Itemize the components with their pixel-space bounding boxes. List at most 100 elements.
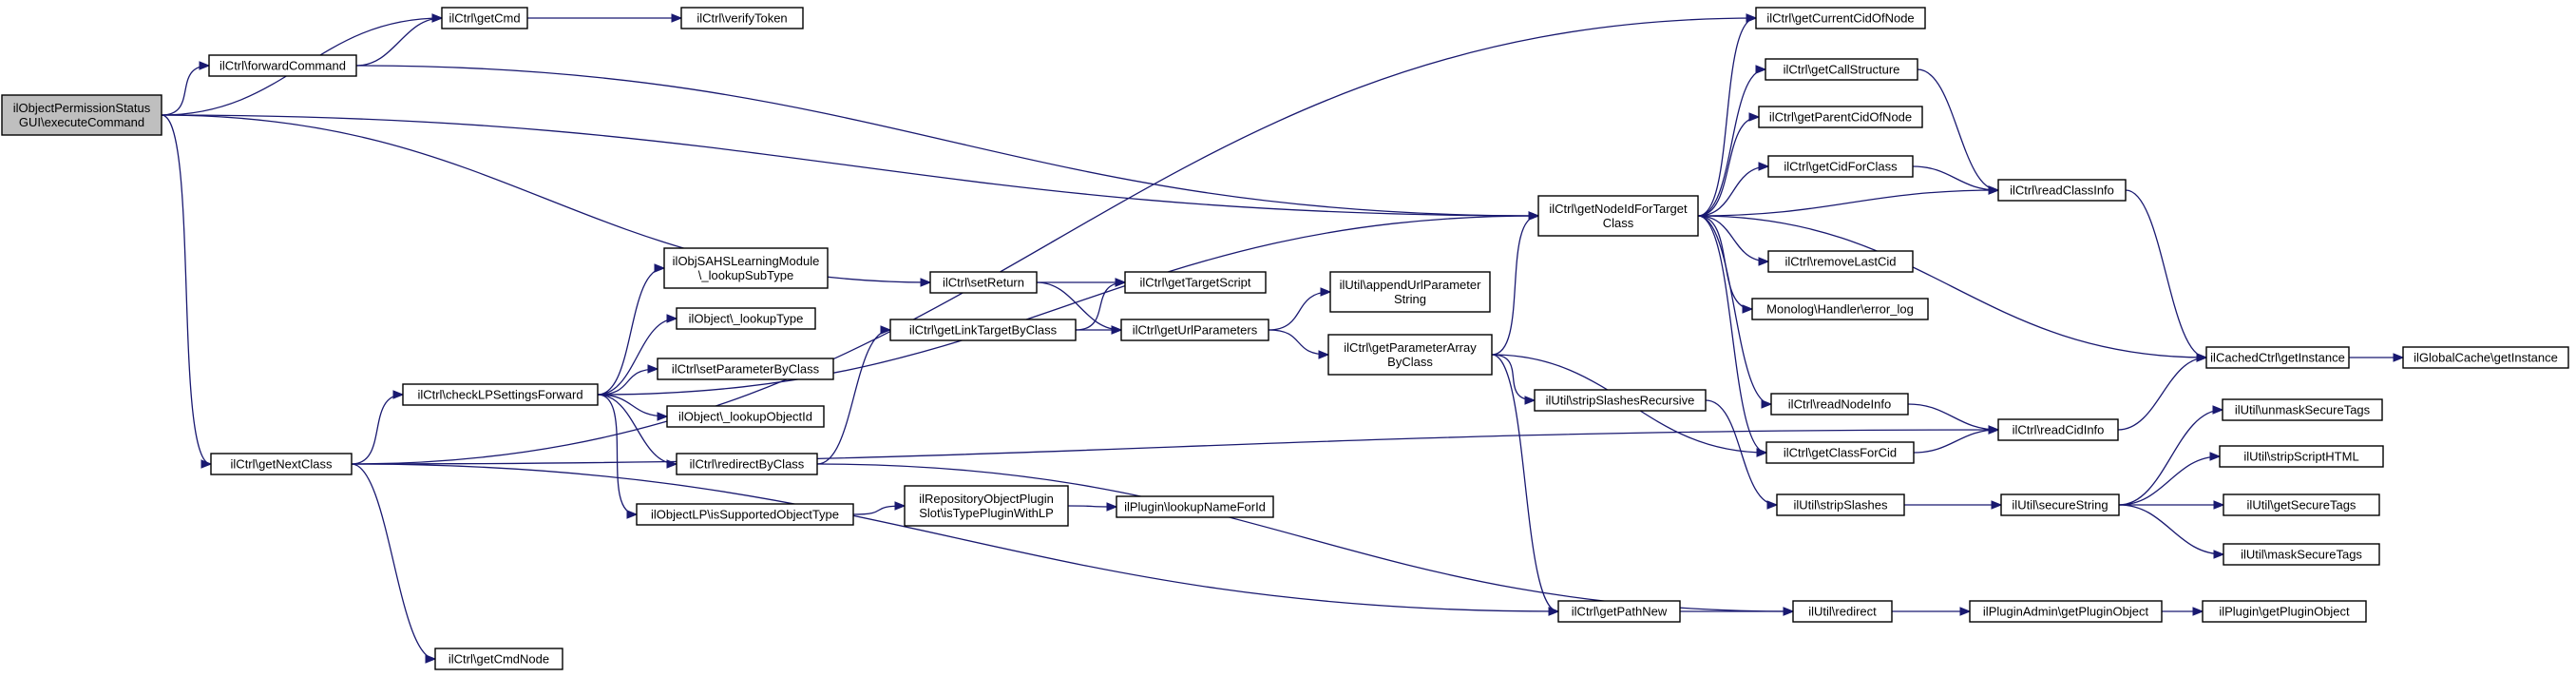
node-box: [889, 319, 1077, 341]
edge-line: [597, 215, 1539, 396]
node-lookupType[interactable]: ilObject\_lookupType: [676, 307, 816, 330]
edge-arrowhead: [1115, 278, 1127, 287]
node-getPluginObject[interactable]: ilPlugin\getPluginObject: [2202, 600, 2367, 623]
edge-arrowhead: [1746, 13, 1758, 23]
node-getLinkTargetByClass[interactable]: ilCtrl\getLinkTargetByClass: [889, 319, 1077, 341]
node-label: ilUtil\stripSlashes: [1794, 498, 1888, 513]
edge-arrowhead: [200, 459, 213, 469]
node-maskSecureTags[interactable]: ilUtil\maskSecureTags: [2223, 543, 2380, 566]
node-getUrlParameters[interactable]: ilCtrl\getUrlParameters: [1120, 319, 1269, 341]
node-stripScriptHTML[interactable]: ilUtil\stripScriptHTML: [2219, 445, 2384, 468]
node-label: ilCtrl\checkLPSettingsForward: [417, 388, 582, 402]
node-lookupSubType[interactable]: ilObjSAHSLearningModule\_lookupSubType: [663, 247, 829, 289]
node-root[interactable]: ilObjectPermissionStatusGUI\executeComma…: [1, 94, 162, 136]
edge-getLinkTargetByClass-to-getUrlParameters: [1075, 325, 1123, 335]
edge-line: [351, 17, 1757, 465]
node-secureString[interactable]: ilUtil\secureString: [2000, 493, 2120, 516]
node-stripSlashesRecursive[interactable]: ilUtil\stripSlashesRecursive: [1534, 389, 1707, 412]
node-box: [2223, 493, 2380, 516]
node-redirectByClass[interactable]: ilCtrl\redirectByClass: [676, 453, 818, 475]
node-box: [1751, 298, 1929, 320]
node-box: [208, 54, 357, 77]
edge-getPathNew-to-redirect: [1680, 607, 1795, 616]
node-label: ilObjSAHSLearningModule: [673, 254, 820, 268]
node-removeLastCid[interactable]: ilCtrl\removeLastCid: [1767, 250, 1914, 273]
edge-redirect-to-getPluginObjectAdmin: [1892, 607, 1972, 616]
node-lookupNameForId[interactable]: ilPlugin\lookupNameForId: [1116, 495, 1274, 518]
edge-getNodeIdForTargetClass-to-getCidForClass: [1697, 162, 1770, 217]
node-errorLog[interactable]: Monolog\Handler\error_log: [1751, 298, 1929, 320]
node-getCurrentCidOfNode[interactable]: ilCtrl\getCurrentCidOfNode: [1755, 7, 1926, 29]
edge-arrowhead: [2213, 550, 2225, 559]
node-label: ilCtrl\readClassInfo: [2010, 184, 2114, 198]
edge-line: [1705, 399, 1778, 506]
node-getPluginObjectAdmin[interactable]: ilPluginAdmin\getPluginObject: [1969, 600, 2163, 623]
edge-checkLPSettingsForward-to-lookupSubType: [597, 263, 666, 396]
node-checkLPSettingsForward[interactable]: ilCtrl\checkLPSettingsForward: [402, 383, 599, 406]
node-getNextClass[interactable]: ilCtrl\getNextClass: [210, 453, 353, 475]
edge-line: [597, 267, 665, 396]
node-setParameterByClass[interactable]: ilCtrl\setParameterByClass: [657, 358, 834, 380]
node-isSupportedObjectType[interactable]: ilObjectLP\isSupportedObjectType: [636, 503, 854, 526]
edge-arrowhead: [1742, 304, 1754, 314]
node-getCmd[interactable]: ilCtrl\getCmd: [441, 7, 528, 29]
edge-line: [351, 394, 404, 465]
edge-arrowhead: [199, 61, 211, 70]
node-redirect[interactable]: ilUtil\redirect: [1792, 600, 1893, 623]
node-label: ilCtrl\getPathNew: [1572, 605, 1668, 619]
node-label: ilCtrl\readNodeInfo: [1788, 397, 1891, 412]
node-verifyToken[interactable]: ilCtrl\verifyToken: [680, 7, 804, 29]
node-getCallStructure[interactable]: ilCtrl\getCallStructure: [1765, 58, 1918, 81]
node-label: ilCtrl\verifyToken: [696, 11, 787, 26]
node-unmaskSecureTags[interactable]: ilUtil\unmaskSecureTags: [2222, 398, 2383, 421]
edge-line: [1912, 165, 1999, 191]
node-box: [1792, 600, 1893, 623]
node-label: ilPlugin\lookupNameForId: [1124, 500, 1266, 514]
node-stripSlashes[interactable]: ilUtil\stripSlashes: [1776, 493, 1905, 516]
edge-arrowhead: [1758, 257, 1770, 266]
node-box: [1997, 179, 2127, 202]
node-getCidForClass[interactable]: ilCtrl\getCidForClass: [1767, 155, 1914, 178]
node-box: [904, 485, 1069, 527]
node-readCidInfo[interactable]: ilCtrl\readCidInfo: [1997, 418, 2119, 441]
node-lookupObjectId[interactable]: ilObject\_lookupObjectId: [666, 405, 825, 428]
edge-stripSlashesRecursive-to-stripSlashes: [1705, 399, 1779, 510]
node-getSecureTags[interactable]: ilUtil\getSecureTags: [2223, 493, 2380, 516]
edge-secureString-to-unmaskSecureTags: [2118, 405, 2224, 506]
edge-line: [161, 65, 210, 116]
edge-arrowhead: [2393, 353, 2405, 362]
edge-arrowhead: [626, 510, 639, 519]
node-label: ilPlugin\getPluginObject: [2219, 605, 2350, 619]
node-box: [2223, 543, 2380, 566]
node-box: [1120, 319, 1269, 341]
node-forwardCommand[interactable]: ilCtrl\forwardCommand: [208, 54, 357, 77]
node-cachedGetInstance[interactable]: ilCachedCtrl\getInstance: [2205, 346, 2350, 369]
node-readNodeInfo[interactable]: ilCtrl\readNodeInfo: [1770, 393, 1909, 416]
node-label: GUI\executeCommand: [19, 115, 144, 129]
node-getPathNew[interactable]: ilCtrl\getPathNew: [1557, 600, 1681, 623]
edge-checkLPSettingsForward-to-isSupportedObjectType: [597, 394, 639, 519]
node-isTypePluginWithLP[interactable]: ilRepositoryObjectPluginSlot\isTypePlugi…: [904, 485, 1069, 527]
node-box: [2000, 493, 2120, 516]
node-getTargetScript[interactable]: ilCtrl\getTargetScript: [1124, 271, 1267, 294]
node-globalCacheGetInstance[interactable]: ilGlobalCache\getInstance: [2402, 346, 2569, 369]
node-box: [1969, 600, 2163, 623]
edge-arrowhead: [1959, 607, 1972, 616]
edge-redirectByClass-to-getLinkTargetByClass: [816, 325, 892, 465]
edge-getUrlParameters-to-appendUrlParameterString: [1268, 287, 1332, 331]
node-getCmdNode[interactable]: ilCtrl\getCmdNode: [434, 648, 563, 670]
edge-arrowhead: [1528, 211, 1540, 221]
node-label: ilCtrl\setParameterByClass: [672, 362, 820, 377]
node-getClassForCid[interactable]: ilCtrl\getClassForCid: [1765, 441, 1915, 464]
edge-line: [1697, 189, 1999, 217]
node-getParentCidOfNode[interactable]: ilCtrl\getParentCidOfNode: [1758, 106, 1923, 128]
edge-line: [351, 429, 1999, 465]
node-readClassInfo[interactable]: ilCtrl\readClassInfo: [1997, 179, 2127, 202]
node-setReturn[interactable]: ilCtrl\setReturn: [929, 271, 1038, 294]
edge-getNextClass-to-checkLPSettingsForward: [351, 390, 405, 465]
node-box: [1116, 495, 1274, 518]
